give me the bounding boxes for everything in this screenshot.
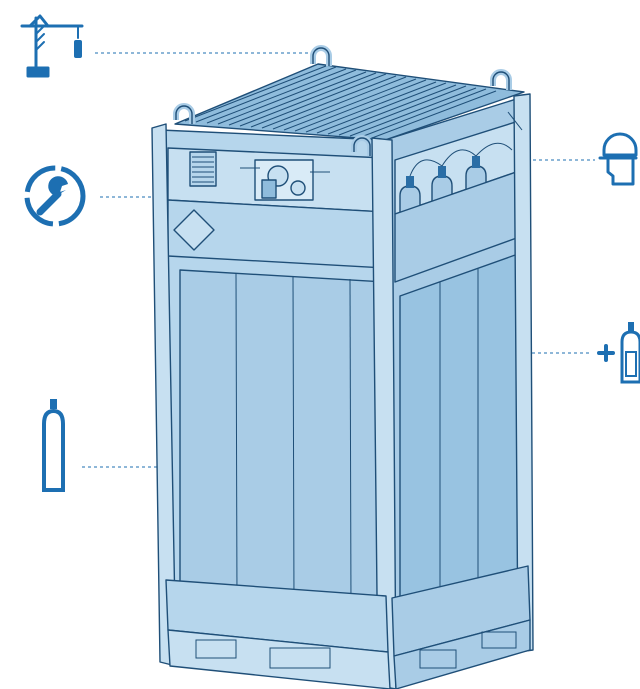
front-cylinder-panels [180,270,387,612]
right-cylinder-panels [400,254,518,620]
hard-hat-person-icon [600,134,636,184]
crane-icon [22,16,82,76]
add-cylinder-icon [599,322,640,382]
gas-cylinder-icon [44,399,63,490]
vent-grille [190,152,216,186]
cylinder-bundle-frame [152,48,533,689]
wrench-icon [27,168,83,224]
